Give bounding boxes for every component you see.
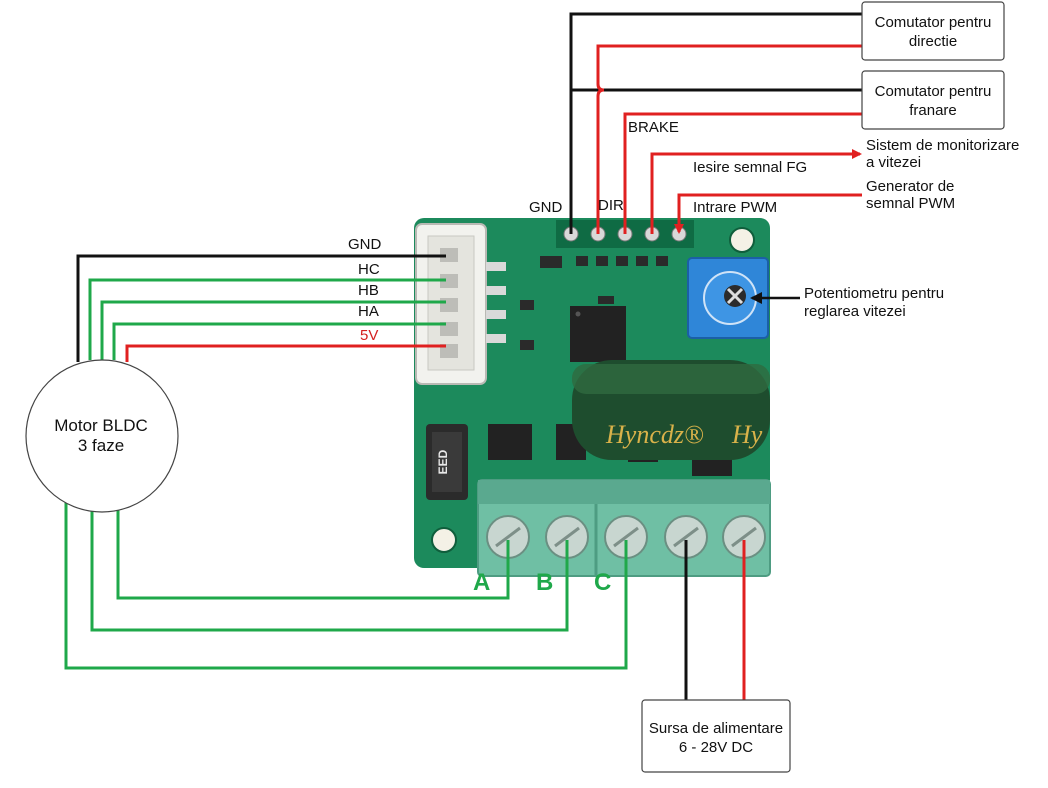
shunt-resistor-body (432, 432, 462, 492)
smd-part (486, 286, 506, 295)
wire-fg-out (650, 149, 862, 234)
mounting-hole (431, 527, 457, 553)
label-hc: HC (358, 261, 380, 278)
wire-hall-hb (100, 300, 446, 360)
screw-slot (673, 526, 699, 548)
smd-part (486, 334, 506, 343)
switch-brake-line1: Comutator pentru (875, 83, 992, 100)
label-pwm-in: Intrare PWM (693, 199, 777, 216)
smd-part (636, 256, 648, 266)
label-hb: HB (358, 282, 379, 299)
wire-phase-c (64, 500, 628, 670)
pwm-generator-line2: semnal PWM (866, 195, 955, 212)
switch-direction-line2: directie (909, 33, 957, 50)
controller-board: EED Hyncdz® Hy (414, 218, 771, 577)
screw-slot (726, 287, 744, 305)
smd-part (486, 262, 506, 271)
chip-dot (575, 311, 581, 317)
wire-phase-a (116, 506, 510, 600)
pwm-generator-line1: Generator de (866, 178, 954, 195)
label-5v: 5V (360, 327, 378, 344)
label-phase-a: A (473, 569, 490, 596)
power-supply-line2: 6 - 28V DC (679, 739, 753, 756)
wire-gnd-direction (569, 12, 862, 234)
wire-brake (623, 112, 862, 234)
resistor-code: EED (436, 449, 450, 474)
motor-line1: Motor BLDC (54, 416, 148, 435)
driver-chip (692, 456, 732, 476)
motor-circle: Motor BLDC 3 faze (25, 359, 179, 513)
smd-part (596, 256, 608, 266)
motor-line2: 3 faze (78, 436, 124, 455)
label-ha: HA (358, 303, 379, 320)
label-gnd-top: GND (529, 199, 563, 216)
smd-part (486, 310, 506, 319)
hall-pin (440, 274, 458, 288)
capacitor-highlight (572, 364, 770, 394)
wire-pwm-in (674, 193, 862, 234)
smd-part (540, 256, 562, 268)
switch-direction-line1: Comutator pentru (875, 14, 992, 31)
smd-part (598, 296, 614, 304)
switch-brake-line2: franare (909, 102, 957, 119)
screw-slot (554, 526, 580, 548)
smd-part (616, 256, 628, 266)
wire-dir (596, 44, 862, 234)
switch-direction-box: Comutator pentru directie (861, 1, 1005, 61)
switch-brake-box: Comutator pentru franare (861, 70, 1005, 130)
label-gnd-hall: GND (348, 236, 382, 253)
label-fg-out: Iesire semnal FG (693, 159, 807, 176)
wire-hall-5v (125, 344, 446, 362)
potentiometer-line1: Potentiometru pentru (804, 285, 944, 302)
smd-part (576, 256, 588, 266)
power-supply-line1: Sursa de alimentare (649, 720, 783, 737)
label-dir: DIR (598, 197, 624, 214)
screw-slot (731, 526, 757, 548)
screw-slot (495, 526, 521, 548)
label-phase-b: B (536, 569, 553, 596)
smd-part (520, 300, 534, 310)
speed-monitor-line2: a vitezei (866, 154, 921, 171)
wire-hall-gnd (76, 254, 446, 362)
label-brake: BRAKE (628, 119, 679, 136)
wire-phase-b (90, 506, 569, 632)
capacitor-brand-2: Hy (731, 420, 763, 449)
capacitor-brand: Hyncdz® (605, 420, 704, 449)
screw-slot (613, 526, 639, 548)
hall-pin (440, 298, 458, 312)
wires (64, 12, 862, 700)
wire-hall-hc (88, 278, 446, 360)
label-phase-c: C (594, 569, 611, 596)
speed-monitor-line1: Sistem de monitorizare (866, 137, 1019, 154)
smd-part (520, 340, 534, 350)
smd-part (656, 256, 668, 266)
terminal-top (478, 480, 770, 504)
mounting-hole (729, 227, 755, 253)
hall-pin (440, 248, 458, 262)
driver-chip (488, 424, 532, 460)
wire-hall-ha (112, 322, 446, 360)
potentiometer-line2: reglarea vitezei (804, 303, 906, 320)
power-supply-box: Sursa de alimentare 6 - 28V DC (641, 699, 791, 773)
